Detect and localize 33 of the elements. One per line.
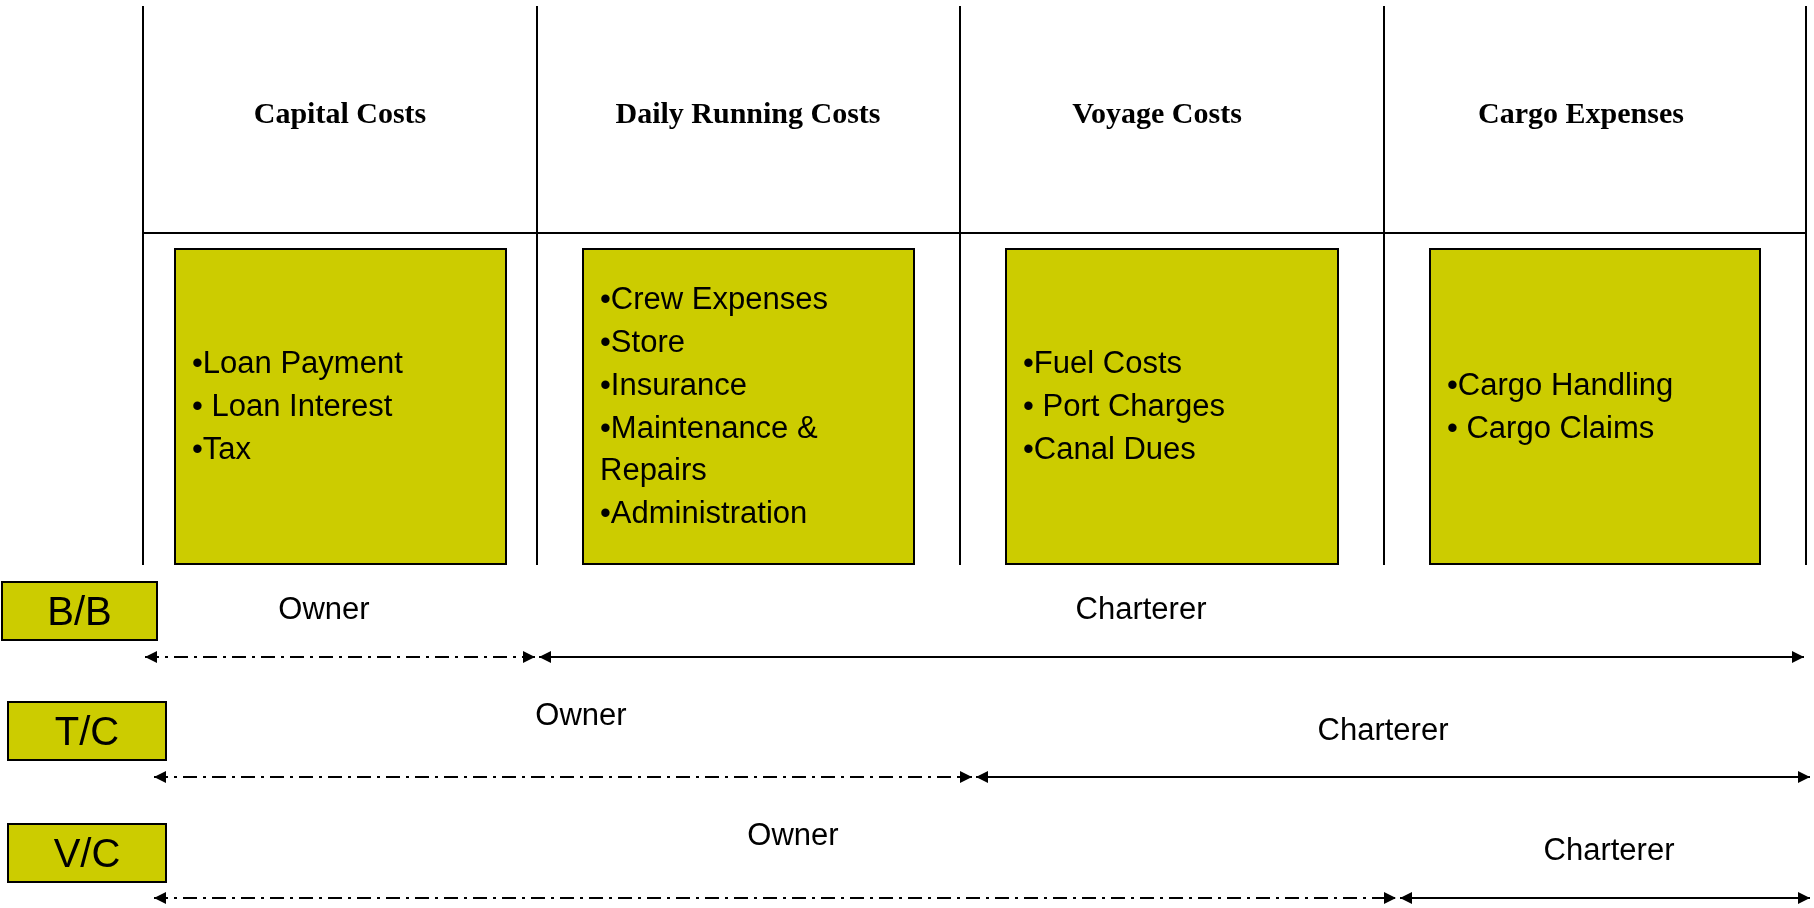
- cost-item: • Cargo Claims: [1446, 408, 1656, 447]
- cost-item: •Canal Dues: [1022, 429, 1197, 468]
- charter-type: T/C: [54, 708, 120, 754]
- party-label: Charterer: [1317, 712, 1449, 748]
- column-header: Cargo Expenses: [1478, 96, 1684, 130]
- cost-item: •Fuel Costs: [1022, 344, 1183, 383]
- cost-box: [174, 248, 507, 565]
- column-header: Daily Running Costs: [615, 96, 881, 130]
- cost-item: •Maintenance & Repairs: [599, 408, 819, 490]
- cost-item: •Loan Payment: [191, 344, 404, 383]
- charter-type-box: [7, 823, 167, 883]
- charter-type-box: [1, 581, 158, 641]
- charter-type: V/C: [53, 830, 121, 876]
- cost-item: •Administration: [599, 494, 809, 533]
- column-header: Voyage Costs: [1072, 96, 1242, 130]
- cost-box: [582, 248, 915, 565]
- cost-item: •Crew Expenses: [599, 280, 829, 319]
- cost-item: •Insurance: [599, 365, 748, 404]
- charter-type: B/B: [47, 588, 112, 634]
- party-label: Charterer: [1075, 591, 1207, 627]
- cost-box: [1429, 248, 1761, 565]
- cost-item: • Port Charges: [1022, 387, 1227, 426]
- charter-type-box: [7, 701, 167, 761]
- party-label: Charterer: [1543, 832, 1675, 868]
- cost-item: •Cargo Handling: [1446, 365, 1675, 404]
- party-label: Owner: [278, 591, 370, 627]
- cost-box: [1005, 248, 1339, 565]
- party-label: Owner: [535, 697, 627, 733]
- cost-item: •Store: [599, 322, 686, 361]
- column-header: Capital Costs: [253, 96, 427, 130]
- cost-item: • Loan Interest: [191, 387, 394, 426]
- party-label: Owner: [747, 817, 839, 853]
- cost-item: •Tax: [191, 429, 253, 468]
